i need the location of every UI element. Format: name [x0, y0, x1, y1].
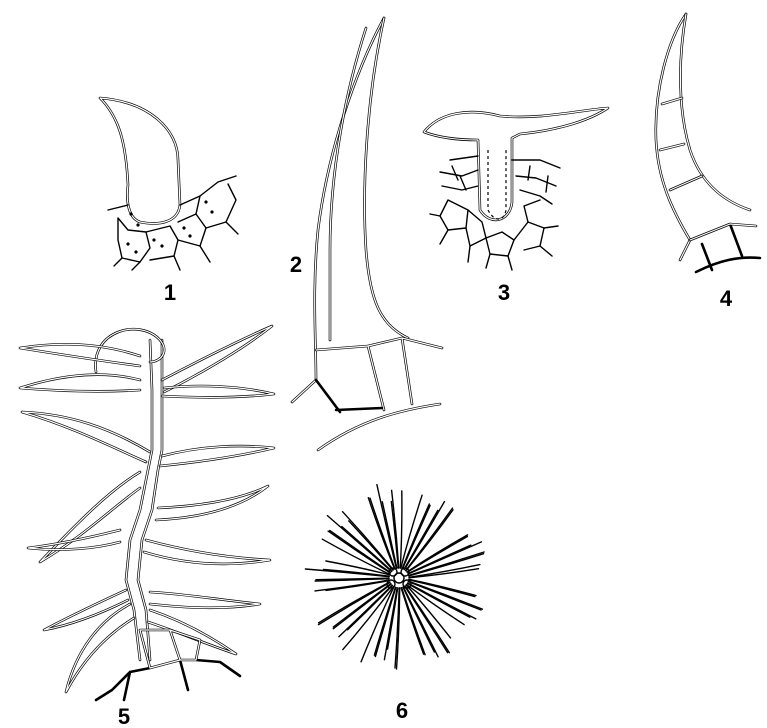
- stellate-ray: [392, 490, 399, 568]
- stellate-ray: [339, 585, 392, 637]
- stellate-ray: [342, 527, 392, 572]
- stellate-ray: [400, 491, 402, 568]
- figure-2-label: 2: [290, 252, 302, 277]
- stellate-ray: [406, 508, 453, 570]
- stellate-ray: [333, 584, 391, 629]
- figure-1-hooked-hair: [100, 98, 238, 270]
- stellate-ray: [384, 588, 397, 660]
- figure-6-label: 6: [396, 698, 408, 723]
- figure-2-long-curved-hair: [292, 18, 442, 450]
- stellate-ray: [333, 584, 391, 627]
- stellate-ray: [319, 582, 390, 623]
- stellate-ray: [322, 539, 389, 574]
- stellate-ray: [305, 569, 389, 577]
- figure-3-t-shaped-hair: [424, 108, 608, 270]
- figure-5-label: 5: [118, 704, 130, 728]
- figure-6-stellate-hair: [305, 485, 484, 669]
- stellate-ray: [409, 565, 480, 578]
- figure-5-branched-hair: [20, 326, 274, 700]
- figure-1-label: 1: [164, 280, 176, 305]
- figure-4-label: 4: [720, 286, 733, 311]
- figure-4-multicellular-hair: [656, 14, 760, 272]
- figure-3-label: 3: [498, 280, 510, 305]
